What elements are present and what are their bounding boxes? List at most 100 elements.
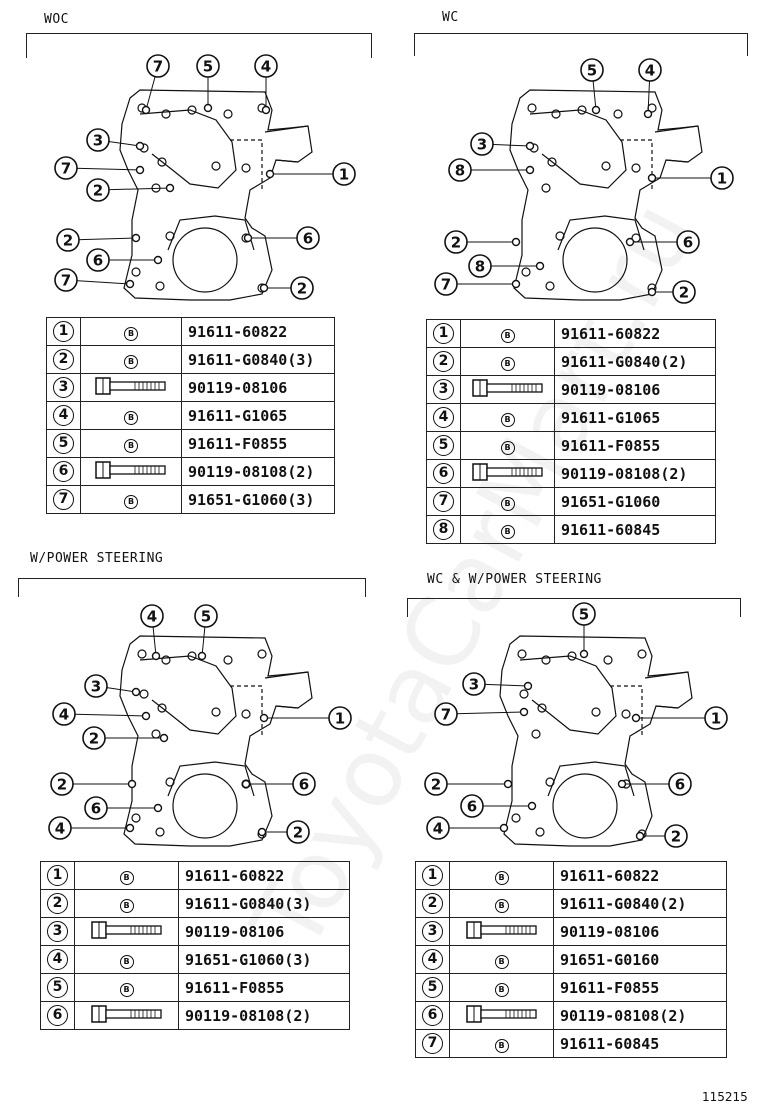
nut-icon: B [80,345,182,374]
nut-icon-glyph: B [500,413,515,427]
bolt-hole [161,655,171,665]
callout-circle [296,226,320,250]
bolt-hole [223,109,233,119]
nut-icon: B [80,401,182,430]
row-number-cell: 2 [40,889,75,918]
callout-number: 1 [711,710,721,728]
pump-housing [529,109,627,189]
nut-icon-glyph: B [500,441,515,455]
bolt-hole [591,707,601,717]
row-number-cell: 5 [46,429,81,458]
bolt-icon [460,375,555,404]
pump-housing [519,655,617,735]
callout-circle [254,54,278,78]
nut-icon-glyph: B [119,983,134,997]
callout-number: 6 [433,463,454,484]
callout-number: 4 [261,58,271,76]
callout-number: 6 [422,1005,443,1026]
fastener-marker [617,779,627,789]
nut-icon: B [80,317,182,346]
bolt-hole [521,267,531,277]
row-number-cell: 7 [426,487,461,516]
bolt-hole [165,777,175,787]
callout: 1 [259,706,352,730]
nut-icon-glyph: B [500,497,515,511]
callout-number: 2 [679,284,689,302]
callout-number: 2 [47,893,68,914]
timing-cover-outline [119,635,313,847]
callout-number: 2 [89,730,99,748]
fastener-marker [625,237,635,247]
callout-number: 1 [335,710,345,728]
nut-icon: B [460,515,555,544]
fastener-marker [127,779,137,789]
callout: 2 [257,820,310,844]
bolt-icon [74,1001,179,1030]
callout: 5 [580,58,604,115]
callout-number: 5 [433,435,454,456]
bolt-hole [157,703,167,713]
panel-title-wc-power-steering: WC & W/POWER STEERING [427,572,602,587]
bolt-icon [449,1001,554,1030]
callout-number: 5 [203,58,213,76]
bolt-hole [223,655,233,665]
callout: 6 [617,772,692,796]
callout: 6 [86,248,163,272]
part-number: 91611-G0840(3) [178,889,350,918]
callout: 3 [84,674,141,698]
fastener-marker [591,105,601,115]
nut-icon: B [74,889,179,918]
row-number-cell: 4 [415,945,450,974]
callout-circle [140,604,164,628]
row-number-cell: 1 [415,861,450,890]
part-number: 91611-G1065 [554,403,716,432]
row-number-cell: 1 [46,317,81,346]
callout-number: 6 [299,776,309,794]
callout: 2 [635,824,688,848]
nut-icon: B [460,319,555,348]
pump-housing [139,109,237,189]
bolt-hole [527,103,537,113]
fastener-marker [203,103,213,113]
nut-icon-glyph: B [494,899,509,913]
part-number: 90119-08106 [181,373,335,402]
bolt-hole [155,281,165,291]
fastener-marker [165,183,175,193]
bolt-hole [547,157,557,167]
callout: 4 [140,604,164,661]
callout: 7 [434,272,521,296]
callout-circle [672,280,696,304]
fastener-marker [579,649,589,659]
nut-icon-glyph: B [494,955,509,969]
bolt-hole [165,231,175,241]
bracket-wc-power-steering [407,598,741,617]
fastener-marker [523,681,533,691]
nut-icon-glyph: B [500,525,515,539]
bolt-hole [161,109,171,119]
bolt-hole [551,109,561,119]
callout-number: 6 [683,234,693,252]
bolt-hole [211,161,221,171]
part-number: 91611-G1065 [181,401,335,430]
callout-number: 3 [53,377,74,398]
callout-number: 3 [47,921,68,942]
cover-body [499,635,693,847]
callout-circle [434,272,458,296]
fastener-marker [535,261,545,271]
callout-number: 7 [433,491,454,512]
bolt-hole [139,689,149,699]
callout-number: 8 [475,258,485,276]
callout-number: 2 [433,351,454,372]
callout-number: 6 [91,800,101,818]
callout-number: 5 [201,608,211,626]
